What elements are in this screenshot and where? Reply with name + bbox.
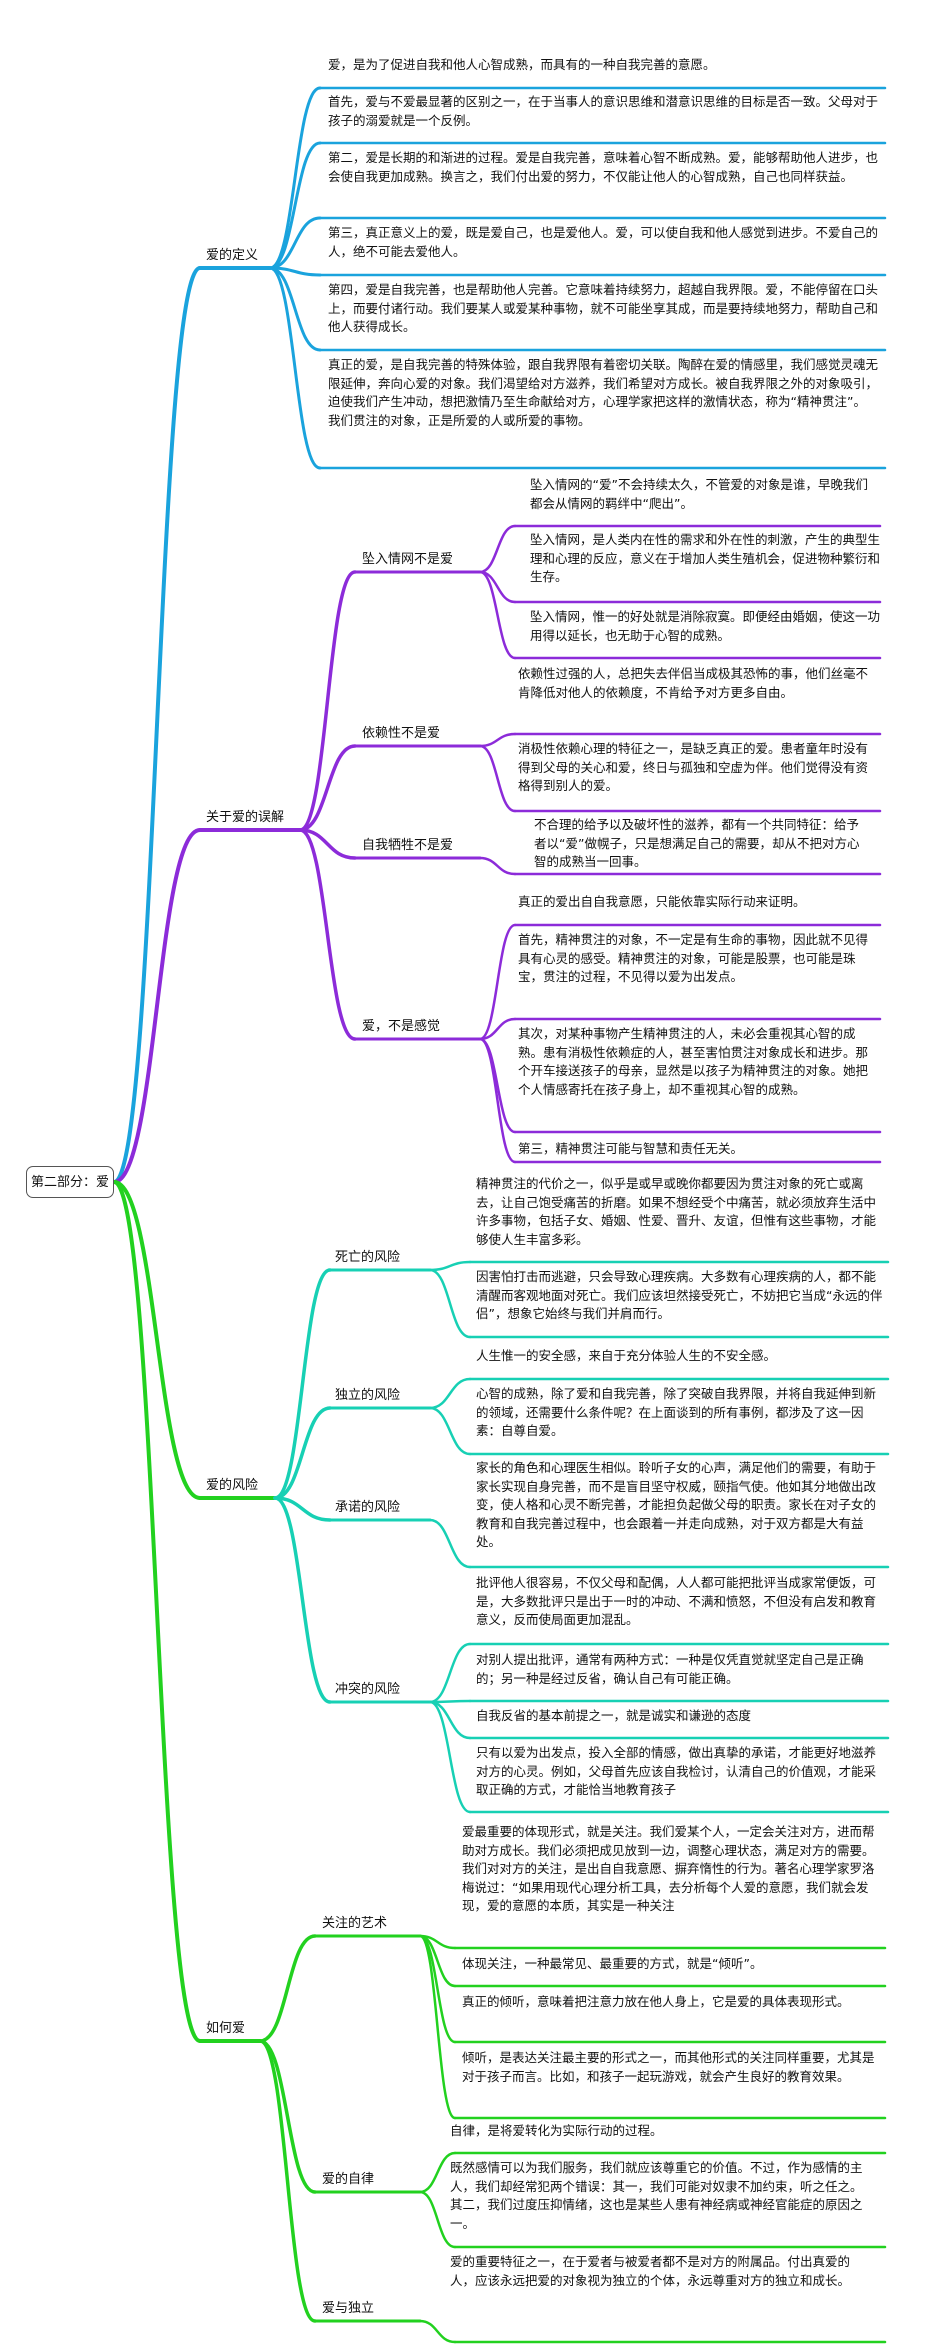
leaf-falling-2: 坠入情网，是人类内在性的需求和外在性的刺激，产生的典型生理和心理的反应，意义在于… bbox=[530, 532, 881, 584]
connector-root-misunderstandings bbox=[112, 828, 202, 1184]
branch-how-to-love[interactable]: 如何爱 bbox=[206, 2021, 246, 2036]
connector-misunderstandings-sub bbox=[298, 570, 357, 832]
leaf-feeling-4: 第三，精神贯注可能与智慧和责任无关。 bbox=[518, 1141, 744, 1156]
connector-misunderstandings-leaf bbox=[478, 524, 517, 574]
leaf-falling-3: 坠入情网，惟一的好处就是消除寂寞。即便经由婚姻，使这一功用得以延长，也无助于心智… bbox=[530, 609, 881, 643]
connector-root-definition bbox=[112, 266, 202, 1184]
branch-definition[interactable]: 爱的定义 bbox=[206, 248, 259, 263]
leaf-commitment-1: 家长的角色和心理医生相似。聆听子女的心声，满足他们的需要，有助于家长实现自身完善… bbox=[476, 1460, 877, 1549]
leaf-definition-4: 第三，真正意义上的爱，既是爱自己，也是爱他人。爱，可以使自我和他人感觉到进步。不… bbox=[328, 225, 879, 259]
connector-risks-sub bbox=[273, 1406, 332, 1500]
connector-misunderstandings-sub bbox=[298, 744, 357, 832]
leaf-feeling-3: 其次，对某种事物产生精神贯注的人，未必会重视其心智的成熟。患有消极性依赖症的人，… bbox=[518, 1026, 869, 1097]
connector-misunderstandings-sub bbox=[298, 828, 357, 860]
connector-how-leaf bbox=[418, 1934, 457, 2120]
leaf-dependency-1: 依赖性过强的人，总把失去伴侣当成极其恐怖的事，他们丝毫不肯降低对他人的依赖度，不… bbox=[518, 666, 869, 700]
connector-how-leaf bbox=[418, 2151, 457, 2194]
sub-discipline-of-love[interactable]: 爱的自律 bbox=[322, 2172, 375, 2187]
connector-risks-leaf bbox=[428, 1699, 472, 1704]
connector-how-leaf bbox=[418, 2319, 457, 2344]
connector-risks-leaf bbox=[428, 1268, 472, 1339]
leaf-death-2: 因害怕打击而逃避，只会导致心理疾病。大多数有心理疾病的人，都不能清醒而客观地面对… bbox=[476, 1269, 883, 1321]
leaf-definition-5: 第四，爱是自我完善，也是帮助他人完善。它意味着持续努力，超越自我界限。爱，不能停… bbox=[328, 282, 879, 334]
connector-misunderstandings-leaf bbox=[478, 1017, 517, 1041]
leaf-dependency-2: 消极性依赖心理的特征之一，是缺乏真正的爱。患者童年时没有得到父母的关心和爱，终日… bbox=[518, 741, 869, 793]
connector-misunderstandings-leaf bbox=[478, 1037, 517, 1164]
connector-definition-leaf bbox=[268, 266, 322, 470]
leaf-feeling-2: 首先，精神贯注的对象，不一定是有生命的事物，因此就不见得具有心灵的感受。精神贯注… bbox=[518, 932, 869, 984]
connector-how-leaf bbox=[418, 2190, 457, 2249]
connector-definition-leaf bbox=[268, 266, 322, 352]
leaf-conflict-3: 自我反省的基本前提之一，就是诚实和谦逊的态度 bbox=[476, 1708, 752, 1723]
leaf-attention-1: 爱最重要的体现形式，就是关注。我们爱某个人，一定会关注对方，进而帮助对方成长。我… bbox=[462, 1824, 875, 1913]
leaf-death-1: 精神贯注的代价之一，似乎是或早或晚你都要因为贯注对象的死亡或离去，让自己饱受痛苦… bbox=[476, 1176, 877, 1247]
connector-risks-leaf bbox=[428, 1406, 472, 1456]
leaf-feeling-1: 真正的爱出自自我意愿，只能依靠实际行动来证明。 bbox=[518, 894, 806, 909]
leaf-definition-6: 真正的爱，是自我完善的特殊体验，跟自我界限有着密切关联。陶醉在爱的情感里，我们感… bbox=[328, 357, 879, 428]
sub-dependency[interactable]: 依赖性不是爱 bbox=[362, 726, 441, 741]
sub-death-risk[interactable]: 死亡的风险 bbox=[335, 1250, 401, 1265]
leaf-independence-1: 人生惟一的安全感，来自于充分体验人生的不安全感。 bbox=[476, 1348, 777, 1363]
connector-risks-leaf bbox=[428, 1260, 472, 1272]
sub-falling-in-love[interactable]: 坠入情网不是爱 bbox=[362, 552, 454, 567]
leaf-definition-3: 第二，爱是长期的和渐进的过程。爱是自我完善，意味着心智不断成熟。爱，能够帮助他人… bbox=[328, 150, 879, 184]
leaf-discipline-2: 既然感情可以为我们服务，我们就应该尊重它的价值。不过，作为感情的主人，我们却经常… bbox=[450, 2160, 863, 2231]
connector-root-how-to-love bbox=[112, 1180, 202, 2043]
leaf-sacrifice-1: 不合理的给予以及破坏性的滋养，都有一个共同特征：给予者以“爱”做幌子，只是想满足… bbox=[534, 817, 860, 869]
leaf-conflict-2: 对别人提出批评，通常有两种方式：一种是仅凭直觉就坚定自己是正确的；另一种是经过反… bbox=[476, 1652, 864, 1686]
connector-risks-sub bbox=[273, 1496, 332, 1522]
connector-how-sub bbox=[258, 2039, 317, 2194]
connector-misunderstandings-leaf bbox=[478, 923, 517, 1041]
leaf-independence-2: 心智的成熟，除了爱和自我完善，除了突破自我界限，并将自我延伸到新的领域，还需要什… bbox=[476, 1386, 877, 1438]
connector-risks-leaf bbox=[428, 1700, 472, 1814]
leaf-falling-1: 坠入情网的“爱”不会持续太久，不管爱的对象是谁，早晚我们都会从情网的羁绊中“爬出… bbox=[530, 477, 868, 511]
sub-commitment-risk[interactable]: 承诺的风险 bbox=[335, 1500, 401, 1515]
connector-misunderstandings-leaf bbox=[478, 570, 517, 660]
connector-risks-leaf bbox=[428, 1518, 472, 1569]
leaf-conflict-4: 只有以爱为出发点，投入全部的情感，做出真挚的承诺，才能更好地滋养对方的心灵。例如… bbox=[476, 1745, 877, 1797]
connector-risks-sub bbox=[273, 1268, 332, 1500]
connector-root-risks bbox=[112, 1180, 202, 1500]
connector-misunderstandings-leaf bbox=[478, 1037, 517, 1134]
leaf-attention-2: 体现关注，一种最常见、最重要的方式，就是“倾听”。 bbox=[462, 1956, 763, 1971]
leaf-attention-4: 倾听，是表达关注最主要的形式之一，而其他形式的关注同样重要，尤其是对于孩子而言。… bbox=[462, 2050, 875, 2084]
sub-love-and-independence[interactable]: 爱与独立 bbox=[322, 2301, 375, 2316]
connector-definition-leaf bbox=[268, 141, 322, 270]
leaf-independence-love-1: 爱的重要特征之一，在于爱者与被爱者都不是对方的附属品。付出真爱的人，应该永远把爱… bbox=[450, 2254, 851, 2288]
connector-misunderstandings-sub bbox=[298, 828, 357, 1041]
leaf-attention-3: 真正的倾听，意味着把注意力放在他人身上，它是爱的具体表现形式。 bbox=[462, 1994, 850, 2009]
branch-risks[interactable]: 爱的风险 bbox=[206, 1478, 259, 1493]
connector-misunderstandings-leaf bbox=[478, 732, 517, 748]
sub-conflict-risk[interactable]: 冲突的风险 bbox=[335, 1682, 401, 1697]
root-node[interactable]: 第二部分：爱 bbox=[26, 1166, 114, 1198]
sub-self-sacrifice[interactable]: 自我牺牲不是爱 bbox=[362, 838, 454, 853]
sub-art-of-attention[interactable]: 关注的艺术 bbox=[322, 1916, 388, 1931]
connector-misunderstandings-leaf bbox=[478, 744, 517, 813]
sub-independence-risk[interactable]: 独立的风险 bbox=[335, 1388, 401, 1403]
leaf-conflict-1: 批评他人很容易，不仅父母和配偶，人人都可能把批评当成家常便饭，可是，大多数批评只… bbox=[476, 1575, 877, 1627]
branch-misunderstandings[interactable]: 关于爱的误解 bbox=[206, 810, 285, 825]
connector-risks-leaf bbox=[428, 1642, 472, 1704]
leaf-definition-2: 首先，爱与不爱最显著的区别之一，在于当事人的意识思维和潜意识思维的目标是否一致。… bbox=[328, 94, 879, 128]
connector-definition-leaf bbox=[268, 216, 322, 270]
connector-misunderstandings-leaf bbox=[478, 856, 517, 876]
connector-how-sub bbox=[258, 2039, 317, 2323]
sub-not-feeling[interactable]: 爱，不是感觉 bbox=[362, 1019, 441, 1034]
connector-risks-leaf bbox=[428, 1377, 472, 1410]
connector-risks-sub bbox=[273, 1496, 332, 1704]
leaf-discipline-1: 自律，是将爱转化为实际行动的过程。 bbox=[450, 2123, 663, 2138]
leaf-definition-1: 爱，是为了促进自我和他人心智成熟，而具有的一种自我完善的意愿。 bbox=[328, 57, 716, 72]
connector-how-sub bbox=[258, 1934, 317, 2043]
